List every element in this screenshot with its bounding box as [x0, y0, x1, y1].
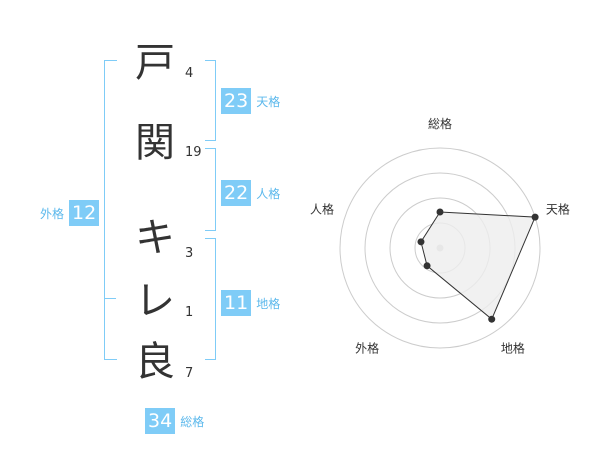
radar-axis-label-5: 人格	[310, 202, 334, 217]
radar-axis-label-3: 地格	[501, 340, 525, 355]
stroke-count-5: 7	[185, 366, 194, 381]
jinkaku-bracket	[205, 148, 216, 231]
jinkaku-label: 人格	[256, 186, 281, 201]
soukaku-value: 34	[145, 408, 176, 434]
radar-polygon	[420, 211, 536, 321]
tenkaku-label: 天格	[256, 94, 281, 109]
stroke-count-2: 19	[185, 145, 202, 160]
chikaku-bracket	[205, 238, 216, 360]
radar-point-1	[436, 208, 444, 216]
chikaku-badge: 11 地格	[221, 290, 280, 316]
gaikaku-bracket-tick	[104, 298, 116, 299]
stroke-count-3: 3	[185, 246, 194, 261]
name-char-4: レ	[135, 278, 175, 324]
stroke-count-4: 1	[185, 305, 194, 320]
radar-point-4	[423, 262, 431, 270]
name-char-2: 関	[135, 120, 175, 166]
jinkaku-value: 22	[221, 180, 252, 206]
stroke-count-1: 4	[185, 66, 194, 81]
name-char-5: 良	[135, 339, 175, 385]
gaikaku-value: 12	[69, 200, 100, 226]
tenkaku-badge: 23 天格	[221, 88, 280, 114]
radar-point-3	[488, 315, 496, 323]
radar-points	[417, 208, 539, 323]
chikaku-label: 地格	[256, 296, 281, 311]
soukaku-label: 総格	[180, 414, 205, 429]
jinkaku-badge: 22 人格	[221, 180, 280, 206]
gaikaku-badge: 外格 12	[40, 200, 100, 226]
radar-axis-label-2: 天格	[546, 202, 570, 217]
name-char-1: 戸	[135, 40, 175, 86]
soukaku-badge: 34 総格	[145, 408, 204, 434]
gaikaku-bracket	[104, 60, 117, 360]
name-char-3: キ	[135, 215, 175, 261]
tenkaku-value: 23	[221, 88, 252, 114]
radar-axis-label-1: 総格	[428, 116, 452, 131]
chikaku-value: 11	[221, 290, 252, 316]
tenkaku-bracket	[205, 60, 216, 141]
radar-ring	[339, 147, 541, 349]
radar-point-5	[417, 238, 425, 246]
radar-axis-label-4: 外格	[355, 340, 379, 355]
gaikaku-label: 外格	[40, 206, 65, 221]
radar-point-2	[531, 213, 539, 221]
